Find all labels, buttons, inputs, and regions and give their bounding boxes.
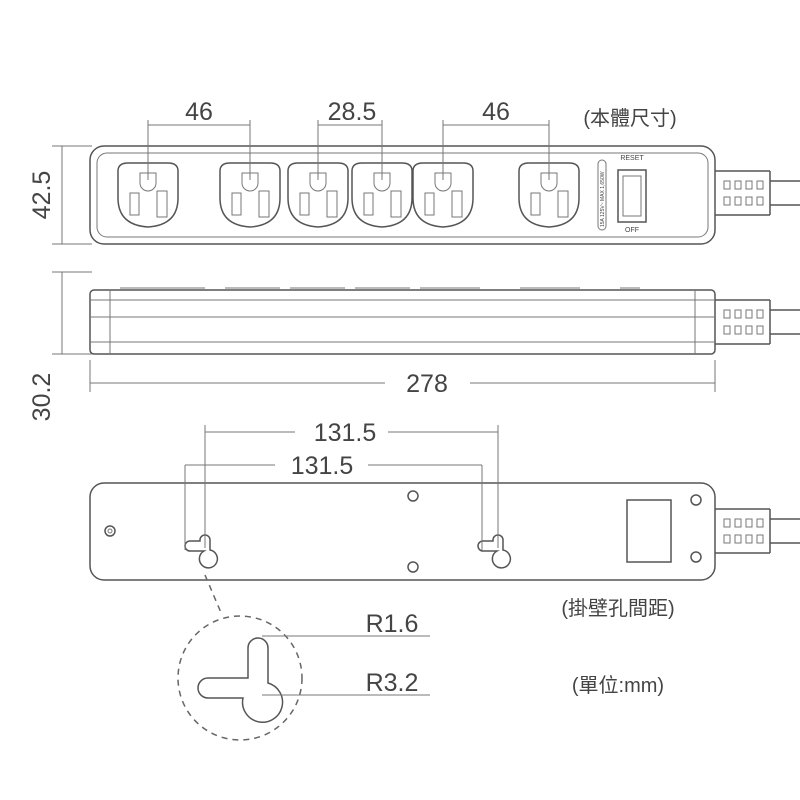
- power-cord-top: [715, 170, 800, 216]
- spacing-middle-label: 28.5: [328, 98, 377, 126]
- slot: [424, 192, 435, 216]
- top-view: 15A 125V~ MAX 1,650W RESET OFF: [89, 145, 800, 245]
- slot: [231, 192, 242, 216]
- ground-hole: [241, 172, 259, 192]
- hole-detail: R1.6 R3.2 (單位:mm): [177, 574, 664, 741]
- ground-hole: [373, 172, 391, 192]
- switch-top-label: RESET: [620, 155, 644, 162]
- outlet: [351, 162, 413, 228]
- slot: [363, 192, 374, 216]
- rating-label: [597, 159, 607, 231]
- hole-spacing-outer-label: 131.5: [314, 419, 377, 447]
- slot: [326, 190, 338, 218]
- top-dimensions: 46 28.5 46 (本體尺寸) 42.5: [28, 98, 677, 245]
- slot: [129, 192, 140, 216]
- hole-caption: (掛壁孔間距): [561, 597, 674, 620]
- spacing-right-label: 46: [482, 98, 510, 126]
- outlet: [412, 162, 474, 228]
- slot: [390, 190, 402, 218]
- length-label: 278: [406, 370, 448, 398]
- size-caption: (本體尺寸): [583, 107, 676, 130]
- slot: [557, 190, 569, 218]
- radius-large-label: R3.2: [366, 669, 419, 697]
- slot: [530, 192, 541, 216]
- reset-switch: [617, 169, 647, 223]
- label-plate: [626, 499, 672, 563]
- outlet: [117, 162, 179, 228]
- rating-text: 15A 125V~ MAX 1,650W: [600, 171, 606, 227]
- ground-hole: [434, 172, 452, 192]
- depth-label: 30.2: [28, 373, 56, 422]
- slot: [156, 190, 168, 218]
- hole-spacing-inner-label: 131.5: [291, 452, 354, 480]
- unit-caption: (單位:mm): [572, 674, 664, 697]
- switch-bottom-label: OFF: [625, 227, 639, 234]
- wall-hole-right: [477, 534, 512, 569]
- ground-hole: [540, 172, 558, 192]
- power-cord-bottom: [715, 508, 800, 554]
- outlet: [518, 162, 580, 228]
- slot: [299, 192, 310, 216]
- radius-small-label: R1.6: [366, 610, 419, 638]
- spacing-left-label: 46: [185, 98, 213, 126]
- outlet: [287, 162, 349, 228]
- wall-hole-left: [184, 534, 219, 569]
- ground-hole: [139, 172, 157, 192]
- side-view: 30.2 278: [28, 271, 800, 422]
- ground-hole: [309, 172, 327, 192]
- hole-detail-shape: [197, 637, 284, 723]
- height-label: 42.5: [28, 171, 56, 220]
- slot: [258, 190, 270, 218]
- power-cord-side: [715, 299, 800, 345]
- outlet: [219, 162, 281, 228]
- slot: [451, 190, 463, 218]
- bottom-view: 131.5 131.5 (掛壁孔間距): [89, 419, 800, 620]
